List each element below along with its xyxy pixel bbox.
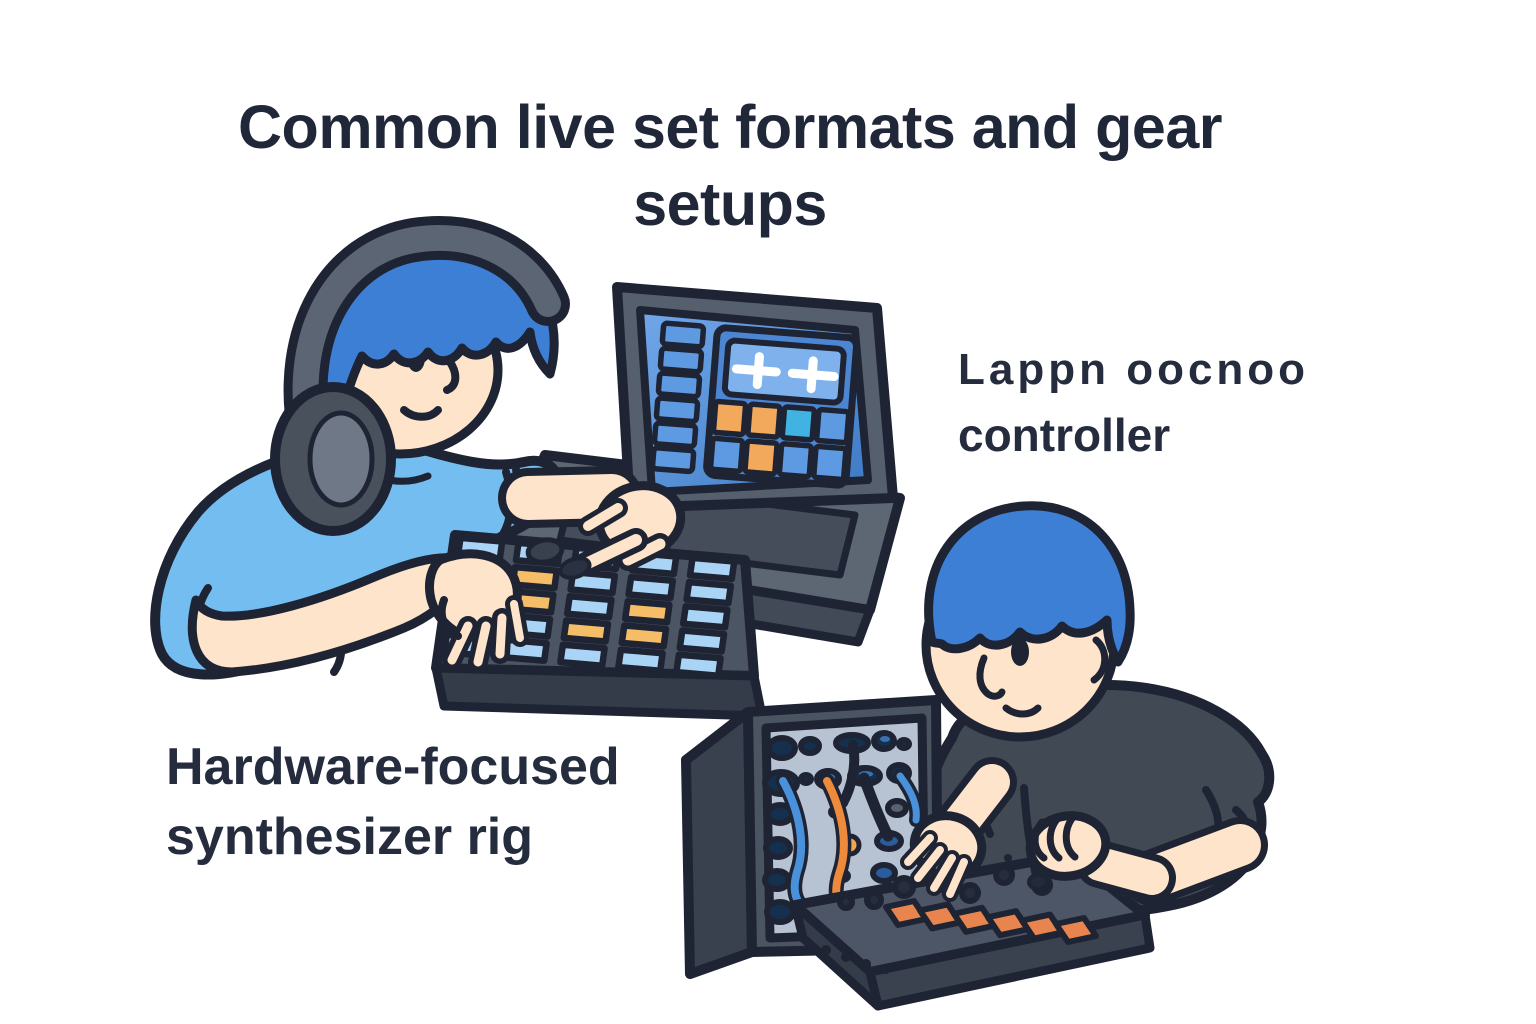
synth-pad-row xyxy=(883,898,1099,945)
headphones-icon xyxy=(270,215,570,536)
pad-cell xyxy=(625,573,677,602)
performer-1-far-arm xyxy=(498,466,686,580)
clip-cell xyxy=(707,435,746,474)
daw-ui xyxy=(649,320,860,489)
clip-cell xyxy=(811,443,849,483)
caption-hardware-line-1: Hardware-focused xyxy=(166,738,620,796)
pad-cell xyxy=(563,593,615,621)
caption-hardware-line-2: synthesizer rig xyxy=(166,808,534,867)
page-title: Common live set formats and gear setups xyxy=(0,89,1460,244)
laptop-screen xyxy=(612,282,898,513)
clip-cell xyxy=(710,398,749,438)
mouth xyxy=(400,406,442,421)
laptop-performer-scene xyxy=(150,215,905,721)
mouth-2 xyxy=(1002,704,1042,718)
modular-side xyxy=(681,707,757,979)
synth-pad xyxy=(1053,915,1099,945)
pad-cell xyxy=(676,627,728,655)
session-cell xyxy=(651,420,699,450)
session-cell xyxy=(653,395,701,425)
pad-cell xyxy=(679,603,731,631)
clip-cell xyxy=(814,406,852,446)
performer-1-head xyxy=(270,215,570,536)
eye-2 xyxy=(1011,638,1029,666)
pad-cell xyxy=(557,641,608,669)
pad-cell xyxy=(673,651,724,679)
caption-laptop-controller: Lappn oocnoo controller xyxy=(958,338,1309,468)
ear-cup-inner xyxy=(307,410,375,508)
hardware-rig-scene xyxy=(681,501,1275,1011)
session-cell xyxy=(649,445,697,475)
right-hand-fingers xyxy=(1031,812,1079,862)
performer-2 xyxy=(921,501,1275,918)
clip-grid xyxy=(707,398,852,483)
performer-1-near-arm xyxy=(187,549,529,677)
pad-cell xyxy=(567,568,619,597)
session-cell xyxy=(655,370,703,400)
ear-line xyxy=(1090,636,1109,684)
nose xyxy=(443,358,460,394)
clip-cell xyxy=(745,401,783,440)
caption-hardware-rig: Hardware-focused synthesizer rig xyxy=(166,732,620,872)
nose-2 xyxy=(976,654,1006,700)
session-cell xyxy=(657,345,705,375)
pad-cell xyxy=(618,622,670,650)
pad-cell xyxy=(560,617,612,645)
cable-plug xyxy=(558,556,592,580)
clip-cell xyxy=(779,404,818,443)
controller-knob xyxy=(525,537,565,565)
pad-cell xyxy=(621,598,673,626)
performer-2-arms xyxy=(900,757,1268,906)
clip-cell xyxy=(776,441,815,480)
caption-laptop-line-1: Lappn oocnoo xyxy=(958,345,1310,394)
synth-left-side xyxy=(790,900,883,1011)
clip-cell xyxy=(742,438,780,477)
hair-2 xyxy=(924,501,1135,667)
session-column xyxy=(649,320,707,475)
pad-cell xyxy=(686,554,738,583)
pad-cell xyxy=(615,646,666,674)
session-cell xyxy=(659,320,707,350)
caption-laptop-line-2: controller xyxy=(958,408,1171,461)
title-line-2: setups xyxy=(633,170,827,239)
performer-2-head xyxy=(921,501,1135,742)
title-line-1: Common live set formats and gear xyxy=(238,92,1222,161)
pad-cell xyxy=(683,578,735,607)
thumb-line xyxy=(437,596,462,640)
left-hand-fingers xyxy=(900,830,972,902)
waveform-icon xyxy=(731,352,839,394)
